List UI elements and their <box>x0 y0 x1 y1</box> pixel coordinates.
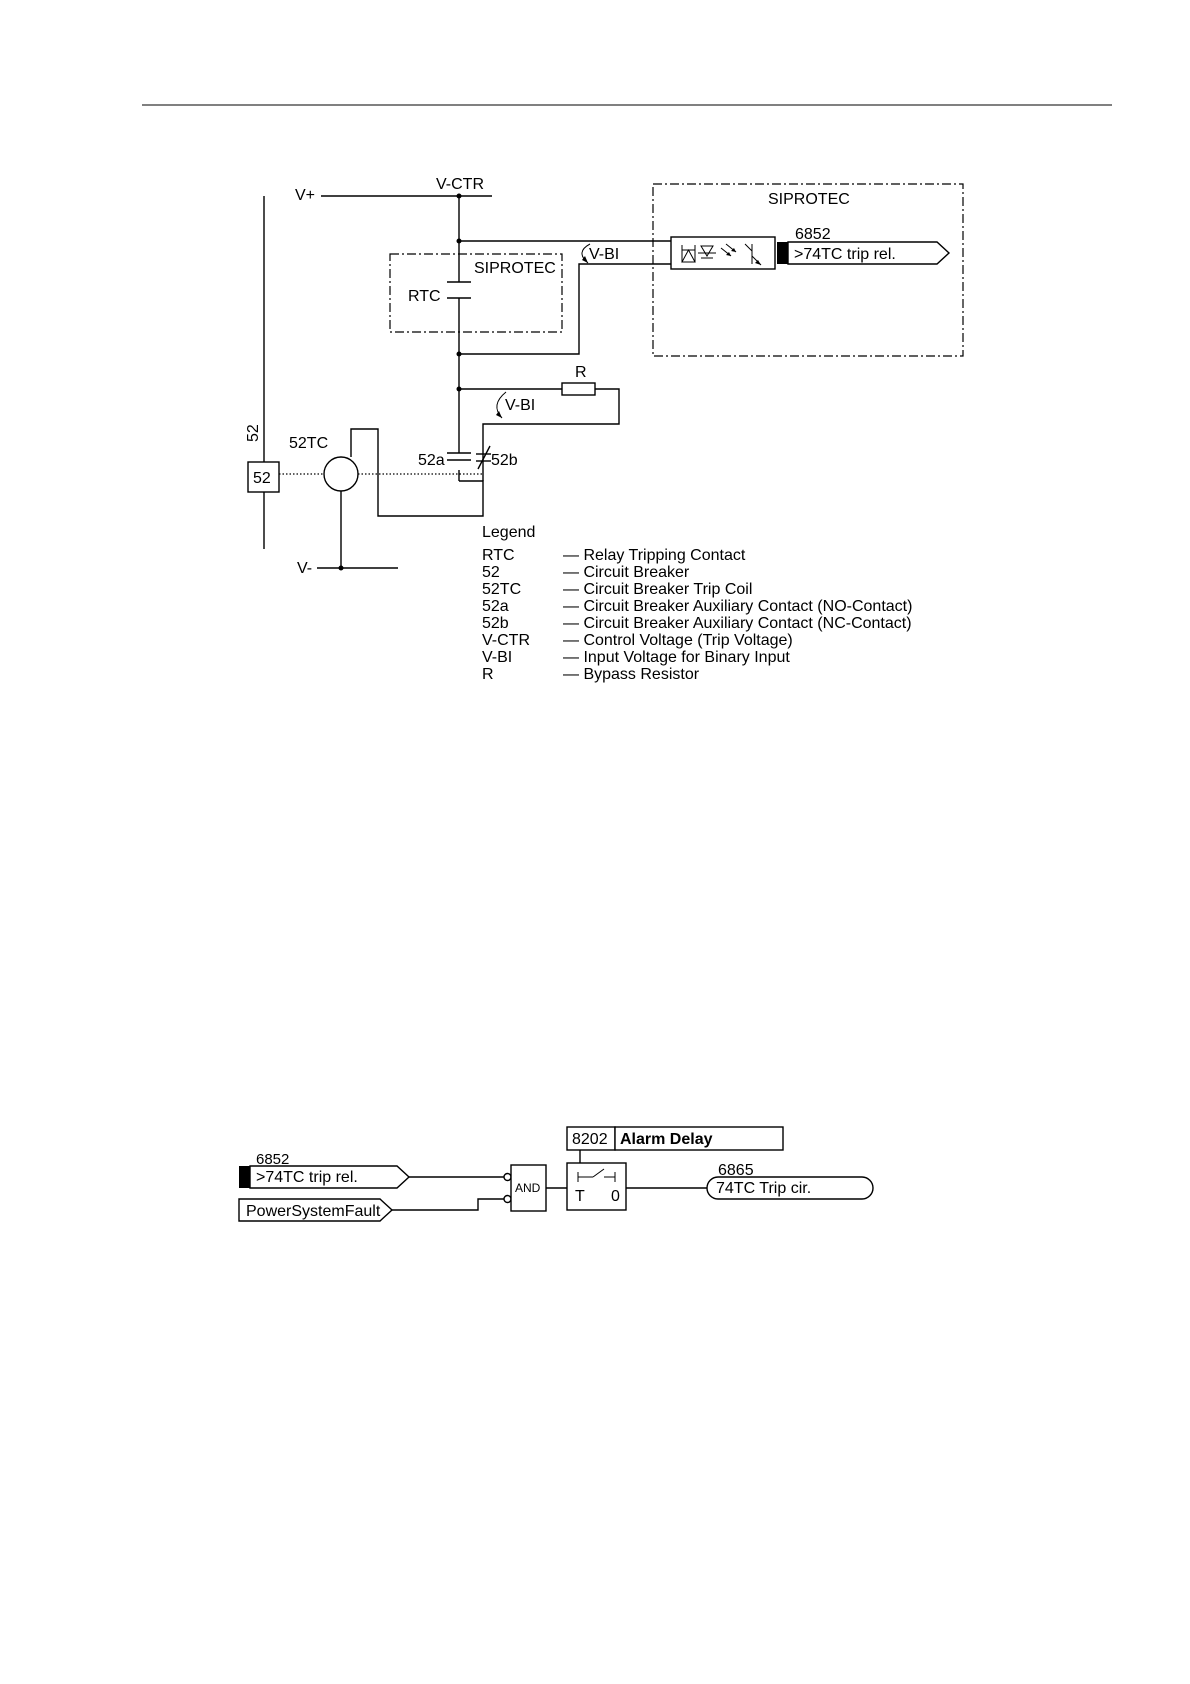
v-minus-label: V- <box>297 560 312 577</box>
legend-desc: — Circuit Breaker <box>563 564 690 581</box>
legend-abbr: V-CTR <box>482 632 530 649</box>
logic-diagram: 6852 >74TC trip rel. PowerSystemFault AN… <box>238 1126 874 1222</box>
legend: Legend RTC — Relay Tripping Contact 52 —… <box>482 524 912 683</box>
signal-marker <box>777 242 788 264</box>
output-flag <box>706 1176 874 1200</box>
junction-dot <box>338 565 344 571</box>
legend-desc: — Bypass Resistor <box>563 666 700 683</box>
trip-coil-label: 52TC <box>289 435 328 452</box>
output-label: 74TC Trip cir. <box>716 1180 811 1197</box>
parameter-name-box <box>614 1126 784 1151</box>
trip-circuit-diagram: 52 52 V+ V-CTR RTC SIPROTEC V-BI SIPROTE… <box>245 176 964 577</box>
legend-abbr: R <box>482 666 494 683</box>
and-gate-label: AND <box>515 1181 541 1195</box>
input1-label: >74TC trip rel. <box>256 1169 358 1186</box>
input2-flag <box>238 1198 394 1222</box>
signal-marker <box>239 1166 250 1188</box>
breaker-box <box>247 461 280 493</box>
breaker-box-label: 52 <box>253 470 271 487</box>
aux-52b-slash <box>477 445 491 470</box>
siprotec-inner-label: SIPROTEC <box>474 260 556 277</box>
bypass-resistor <box>561 382 596 396</box>
legend-abbr: V-BI <box>482 649 512 666</box>
timer-block <box>566 1162 627 1211</box>
timer-t-label: T <box>575 1188 585 1205</box>
v-bi-arrowhead <box>496 411 502 418</box>
negation-circle <box>503 1172 512 1182</box>
legend-desc: — Circuit Breaker Auxiliary Contact (NO-… <box>563 598 912 615</box>
annunciation-label: >74TC trip rel. <box>794 246 896 263</box>
parameter-number: 8202 <box>572 1131 608 1148</box>
light-emission-icon <box>720 243 737 257</box>
rtc-label: RTC <box>408 288 441 305</box>
legend-title: Legend <box>482 524 535 541</box>
resistor-label: R <box>575 364 587 381</box>
input2-label: PowerSystemFault <box>246 1203 381 1220</box>
annunciation-number: 6852 <box>795 226 831 243</box>
v-bi-top-label: V-BI <box>589 246 619 263</box>
v-plus-label: V+ <box>295 187 315 204</box>
negation-circle <box>503 1194 512 1204</box>
legend-desc: — Circuit Breaker Auxiliary Contact (NC-… <box>563 615 912 632</box>
legend-abbr: RTC <box>482 547 515 564</box>
resistor-return-wire <box>482 388 620 481</box>
v-ctr-label: V-CTR <box>436 176 484 193</box>
siprotec-inner-box <box>389 253 563 333</box>
v-bi-arrowhead <box>582 256 588 263</box>
input1-number: 6852 <box>256 1151 289 1168</box>
trip-coil-feed <box>350 428 484 517</box>
phototransistor-icon <box>744 243 762 266</box>
parameter-name: Alarm Delay <box>620 1131 713 1148</box>
trip-coil <box>323 456 359 492</box>
legend-desc: — Control Voltage (Trip Voltage) <box>563 632 793 649</box>
siprotec-outer-box <box>652 183 964 357</box>
timer-switch-icon <box>577 1168 616 1182</box>
v-bi-bottom-label: V-BI <box>505 397 535 414</box>
aux-52b-label: 52b <box>491 452 518 469</box>
led-diode-icon <box>698 245 716 259</box>
siprotec-outer-label: SIPROTEC <box>768 191 850 208</box>
bridge-diode-icon <box>681 245 696 263</box>
timer-0-label: 0 <box>611 1188 620 1205</box>
legend-desc: — Input Voltage for Binary Input <box>563 649 790 666</box>
input2-wire <box>392 1198 504 1211</box>
output-number: 6865 <box>718 1162 754 1179</box>
breaker-side-label: 52 <box>245 424 262 442</box>
annunciation-flag <box>787 241 951 265</box>
bi-wire-return <box>459 263 671 355</box>
input1-flag <box>249 1165 411 1189</box>
legend-abbr: 52b <box>482 615 509 632</box>
junction-dot <box>456 193 462 199</box>
legend-desc: — Circuit Breaker Trip Coil <box>563 581 752 598</box>
legend-abbr: 52TC <box>482 581 521 598</box>
legend-abbr: 52 <box>482 564 500 581</box>
legend-desc: — Relay Tripping Contact <box>563 547 746 564</box>
aux-52a-label: 52a <box>418 452 445 469</box>
legend-abbr: 52a <box>482 598 509 615</box>
